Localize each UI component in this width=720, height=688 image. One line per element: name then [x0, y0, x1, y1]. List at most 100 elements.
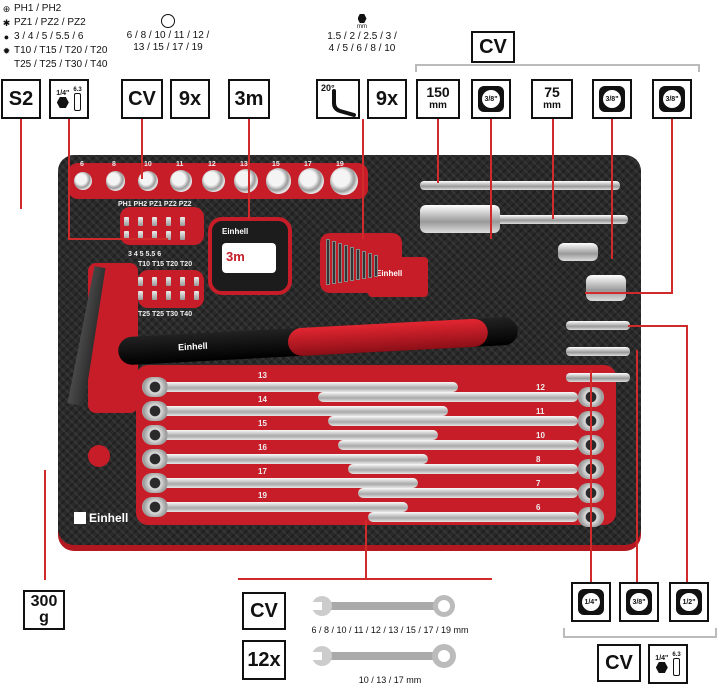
combination-wrench [158, 502, 408, 512]
adapter-14-box: 1/4" [571, 582, 611, 622]
wrench-size-label: 12 [536, 383, 545, 392]
einhell-logo: Einhell [74, 511, 128, 525]
adapter-38-box: 3/8" [619, 582, 659, 622]
combination-wrench [158, 454, 428, 464]
bit-adapter [566, 347, 630, 356]
leader-line [248, 119, 250, 219]
weight-value: 300 [30, 593, 58, 610]
bit-holder-size: 6.3 [672, 652, 681, 658]
wrench-head [142, 377, 168, 397]
spec-text: PH1 / PH2 [14, 3, 62, 14]
s2-label: S2 [1, 79, 41, 119]
pozidriv-icon: ✱ [2, 18, 11, 28]
wrench-size-label: 11 [536, 407, 545, 416]
weight-box: 300 g [23, 590, 65, 630]
combination-wrench [318, 392, 578, 402]
socket [170, 170, 192, 192]
extension-75 [478, 215, 628, 224]
wrench-size-label: 10 [536, 431, 545, 440]
ratchet-wrench-icon [312, 644, 456, 668]
ext-150-unit: mm [429, 100, 447, 111]
socket-size-label: 10 [144, 161, 152, 168]
leader-line [585, 292, 673, 294]
weight-unit: g [39, 609, 49, 626]
socket [74, 172, 92, 190]
bit-holder-size: 6.3 [73, 87, 82, 93]
hex-icon: ● [3, 32, 10, 42]
screwdriver-bit [138, 231, 143, 240]
wrench-size-label: 16 [258, 443, 267, 452]
leader-line [44, 470, 46, 580]
hexkey-brand: Einhell [376, 269, 403, 278]
wrench-size-label: 13 [258, 371, 267, 380]
leader-line [552, 119, 554, 219]
adapter-12-box: 1/2" [669, 582, 709, 622]
bit-specs: ⊕PH1 / PH2 ✱PZ1 / PZ2 / PZ2 ●3 / 4 / 5 /… [2, 2, 108, 72]
wrench-size-label: 6 [536, 503, 541, 512]
wrench-size-label: 17 [258, 467, 267, 476]
socket [298, 167, 325, 195]
combination-wrench [158, 430, 438, 440]
leader-line [686, 325, 688, 582]
screwdriver-bit [138, 277, 143, 286]
bit-cutout-lower [138, 270, 204, 308]
socket-sizes-caption: 6 / 8 / 10 / 11 / 12 / 13 / 15 / 17 / 19 [118, 14, 218, 54]
screwdriver-bit [152, 277, 157, 286]
bit-holder-label: 1/4" [655, 655, 669, 662]
screwdriver-bit [166, 217, 171, 226]
tape-text: 3m [226, 249, 245, 264]
wrench-head [142, 449, 168, 469]
ratchet-count: 12x [242, 640, 286, 680]
cv-bracket [415, 64, 700, 72]
adapters-bracket [563, 628, 717, 638]
hex-key-icon [357, 14, 367, 23]
angled-hexkey-icon [332, 89, 356, 117]
ext-75-box: 75 mm [531, 79, 573, 119]
bit-adapter [566, 321, 630, 330]
bit-holder-label: 1/4" [56, 90, 70, 97]
angle-label: 20° [321, 83, 335, 93]
ext-150-value: 150 [426, 84, 450, 100]
hexkey-sizes-caption: mm 1.5 / 2 / 2.5 / 3 / 4 / 5 / 6 / 8 / 1… [316, 14, 408, 55]
wrench-size-label: 8 [536, 455, 541, 464]
combination-wrench [348, 464, 578, 474]
socket [202, 169, 225, 193]
tray-hole [88, 445, 110, 467]
wrench-head [142, 497, 168, 517]
socket-size-label: 11 [176, 161, 184, 168]
wrench-head [142, 425, 168, 445]
cv-adapters-label: CV [597, 644, 641, 682]
leader-line [437, 119, 439, 183]
screwdriver-bit [166, 231, 171, 240]
leader-line [68, 238, 168, 240]
universal-joint [558, 243, 598, 261]
socket-adapter-38-c-box: 3/8" [652, 79, 692, 119]
hexkey-sizes-line: 4 / 5 / 6 / 8 / 10 [328, 43, 396, 54]
cv-sockets-label: CV [121, 79, 163, 119]
socket-size-label: 19 [336, 161, 344, 168]
screwdriver-bit [152, 291, 157, 300]
hammer-brand: Einhell [177, 340, 208, 353]
phillips-icon: ⊕ [2, 4, 11, 14]
leader-line [671, 119, 673, 294]
screwdriver-bit [194, 291, 199, 300]
square-drive-icon: 3/8" [626, 589, 652, 615]
socket [106, 171, 126, 191]
tape-length: 3m [228, 79, 270, 119]
leader-line [141, 119, 143, 179]
sockets-count: 9x [170, 79, 210, 119]
combination-wrench [358, 488, 578, 498]
spec-text: PZ1 / PZ2 / PZ2 [14, 17, 86, 28]
screwdriver-bit [180, 277, 185, 286]
bit-holder-icon [673, 658, 681, 676]
combination-wrench [158, 478, 418, 488]
hex-key [326, 239, 330, 285]
square-drive-icon: 3/8" [478, 86, 504, 112]
adapter-large [420, 205, 500, 233]
spec-line-torx: ✹T10 / T15 / T20 / T20 [2, 44, 108, 58]
square-drive-icon: 1/4" [578, 589, 604, 615]
bit-row-label: T10 T15 T20 T20 [138, 261, 193, 268]
combination-wrench [158, 406, 448, 416]
combination-wrench [368, 512, 578, 522]
hex-key [332, 241, 336, 284]
